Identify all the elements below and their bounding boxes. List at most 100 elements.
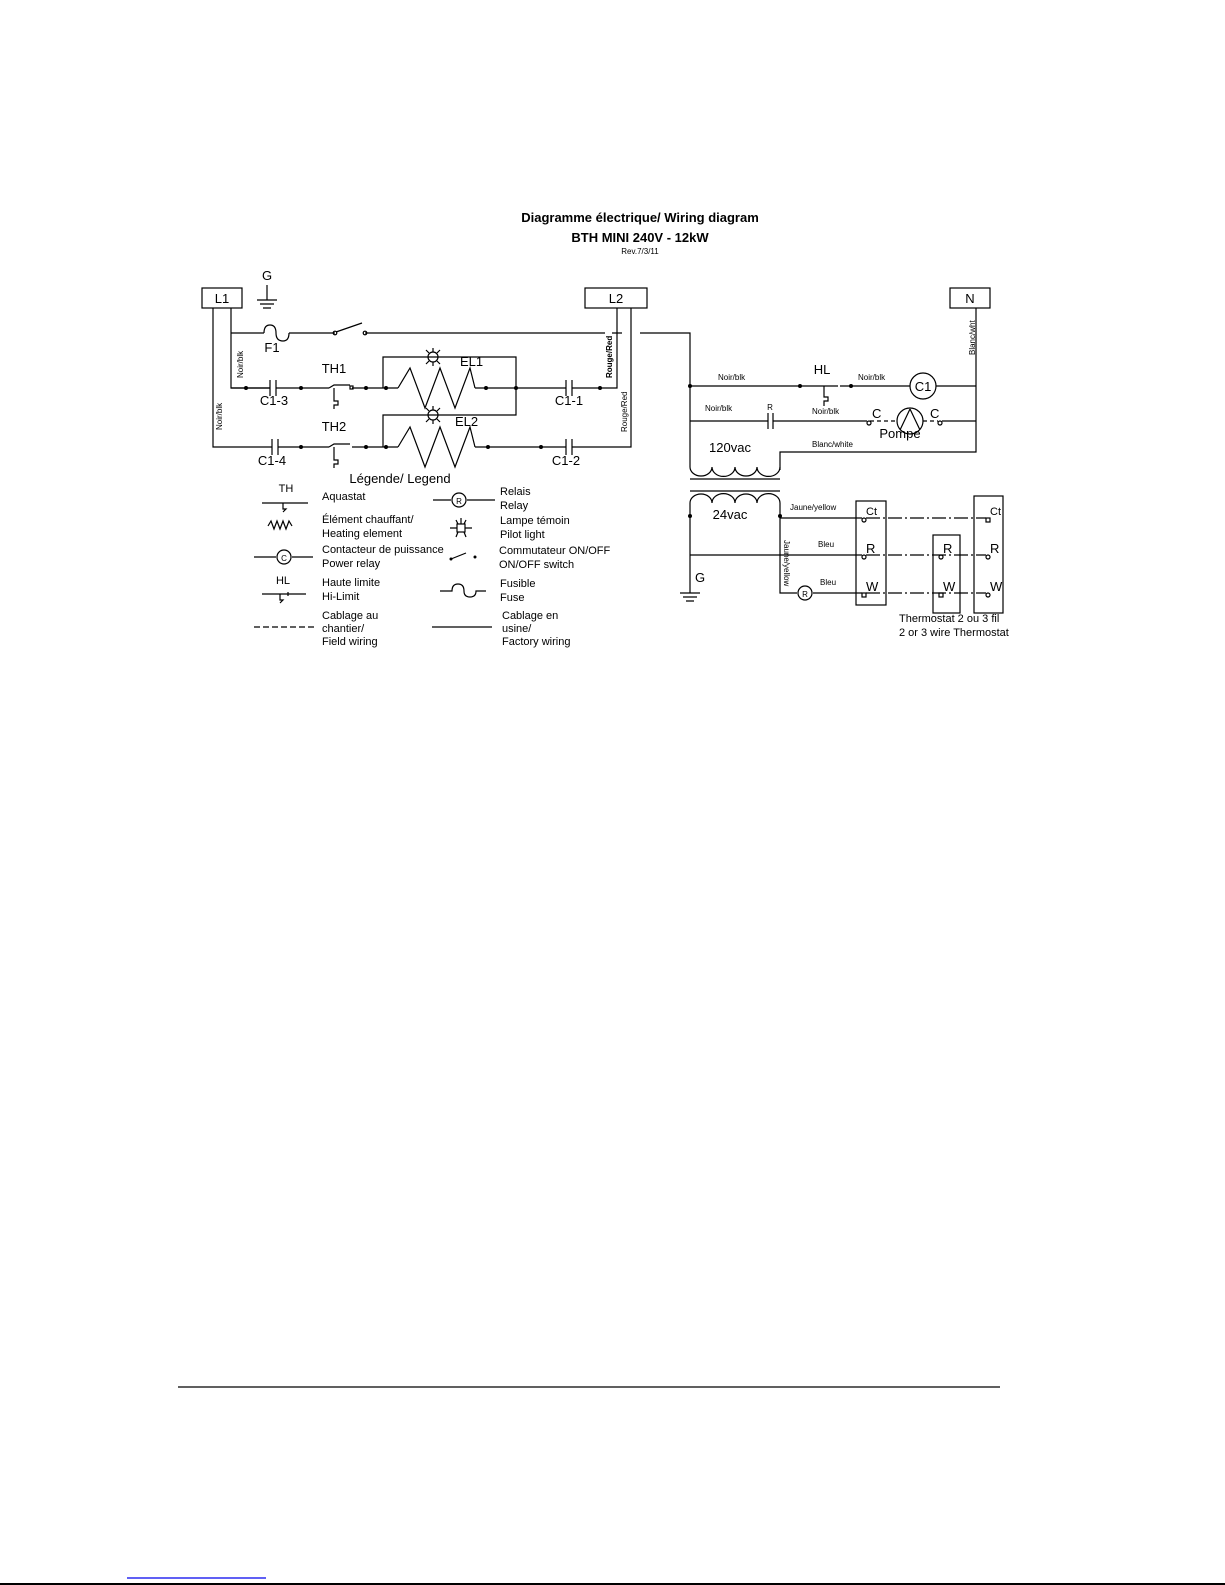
relay-contact-label: R [767,403,773,412]
el1-label: EL1 [460,354,483,369]
wire-label: Bleu [818,540,834,549]
aquastat-th1-icon [328,384,350,409]
legend-heading: Légende/ Legend [349,471,450,486]
switch-icon [332,322,368,336]
svg-text:C1: C1 [915,379,932,394]
wire-label: Blanc/wht [968,320,977,355]
field-wiring [866,517,986,594]
diagram-subtitle: BTH MINI 240V - 12kW [571,230,709,245]
svg-text:N: N [965,291,974,306]
svg-text:Lampe témoin: Lampe témoin [500,515,570,527]
heating-element-el2-icon [397,424,476,469]
svg-text:Factory wiring: Factory wiring [502,636,570,648]
thermostat-caption: 2 or 3 wire Thermostat [899,627,1009,639]
pump-terminal-label: C [872,406,881,421]
th2-label: TH2 [322,419,347,434]
contactor-coil-c1-icon: C1 [909,372,937,400]
c1-1-label: C1-1 [555,393,583,408]
wire-label: Noir/blk [705,404,733,413]
svg-text:Relais: Relais [500,486,531,498]
thermostat-terminal-block [855,500,887,606]
transformer-icon [689,466,781,504]
svg-text:Aquastat: Aquastat [322,491,365,503]
relay-contact-icon [767,413,774,429]
svg-text:Heating element: Heating element [322,528,402,540]
pump-label: Pompe [879,426,920,441]
svg-text:L2: L2 [609,291,623,306]
wire-label: Noir/blk [215,402,224,430]
wire-label: Jaune/yellow [790,503,836,512]
svg-text:Commutateur ON/OFF: Commutateur ON/OFF [499,545,611,557]
wire-label: Rouge/Red [605,336,614,378]
terminal-label: R [866,541,875,556]
wire-label: Blanc/white [812,440,853,449]
bypass-wires [382,356,517,447]
wire-label: Noir/blk [812,407,840,416]
heating-element-el1-icon [397,365,476,410]
secondary-voltage-label: 24vac [713,507,748,522]
svg-text:Cablage en: Cablage en [502,610,558,622]
legend-heating-element: Élément chauffant/ Heating element [267,513,414,540]
svg-text:Hi-Limit: Hi-Limit [322,591,359,603]
c1-4-label: C1-4 [258,453,286,468]
ground-icon: G [257,268,277,309]
terminal-label: Ct [990,506,1001,518]
primary-voltage-label: 120vac [709,440,751,455]
legend-field-wiring: Cablage au chantier/ Field wiring [254,610,378,648]
legend-fuse: Fusible Fuse [440,578,535,604]
th1-label: TH1 [322,361,347,376]
svg-text:G: G [695,570,705,585]
terminal-n: N [949,287,991,309]
thermostat-caption: Thermostat 2 ou 3 fil [899,613,999,625]
svg-text:R: R [456,497,462,506]
hi-limit-icon [817,385,838,406]
svg-text:Élément chauffant/: Élément chauffant/ [322,513,414,526]
hl-label: HL [814,362,831,377]
pilot-light-el1-icon [425,348,441,366]
thermostat-3-wire [973,495,1004,614]
terminal-l1: L1 [201,287,243,309]
legend-aquastat: TH Aquastat [262,483,365,513]
revision: Rev.7/3/11 [621,247,659,256]
pilot-light-el2-icon [425,406,441,424]
svg-text:L1: L1 [215,291,229,306]
contactor-c1-1-icon [565,380,573,396]
ground-icon: G [680,570,705,602]
pump-icon [896,407,924,435]
nodes [244,386,602,449]
wire-label: Noir/blk [858,373,886,382]
svg-text:Fusible: Fusible [500,578,535,590]
terminal-label: W [866,579,879,594]
wire-label: Noir/blk [718,373,746,382]
svg-text:Haute limite: Haute limite [322,577,380,589]
contactor-c1-4-icon [271,439,279,455]
svg-text:Power relay: Power relay [322,558,381,570]
svg-text:C: C [281,554,287,563]
svg-text:Cablage au: Cablage au [322,610,378,622]
svg-text:G: G [262,268,272,283]
svg-text:chantier/: chantier/ [322,623,365,635]
contactor-c1-2-icon [565,439,573,455]
terminal-label: Ct [866,506,877,518]
svg-text:Relay: Relay [500,500,529,512]
contactor-c1-3-icon [269,380,277,396]
legend-power-relay: C Contacteur de puissance Power relay [254,544,444,570]
terminal-l2: L2 [584,287,648,309]
thermostat-2-wire [932,534,961,614]
legend-switch: Commutateur ON/OFF ON/OFF switch [449,545,611,571]
relay-coil-icon: R [797,585,813,601]
row2-wire [278,308,632,448]
svg-text:Pilot light: Pilot light [500,529,545,541]
row1-wire [231,308,618,389]
svg-text:Fuse: Fuse [500,592,524,604]
fuse-icon [263,324,290,342]
legend-hi-limit: HL Haute limite Hi-Limit [262,575,380,604]
neutral-wire [779,308,977,470]
c1-2-label: C1-2 [552,453,580,468]
svg-text:Field wiring: Field wiring [322,636,378,648]
svg-text:usine/: usine/ [502,623,532,635]
secondary-wires [689,503,862,594]
terminal-label: R [990,541,999,556]
pump-terminal-label: C [930,406,939,421]
